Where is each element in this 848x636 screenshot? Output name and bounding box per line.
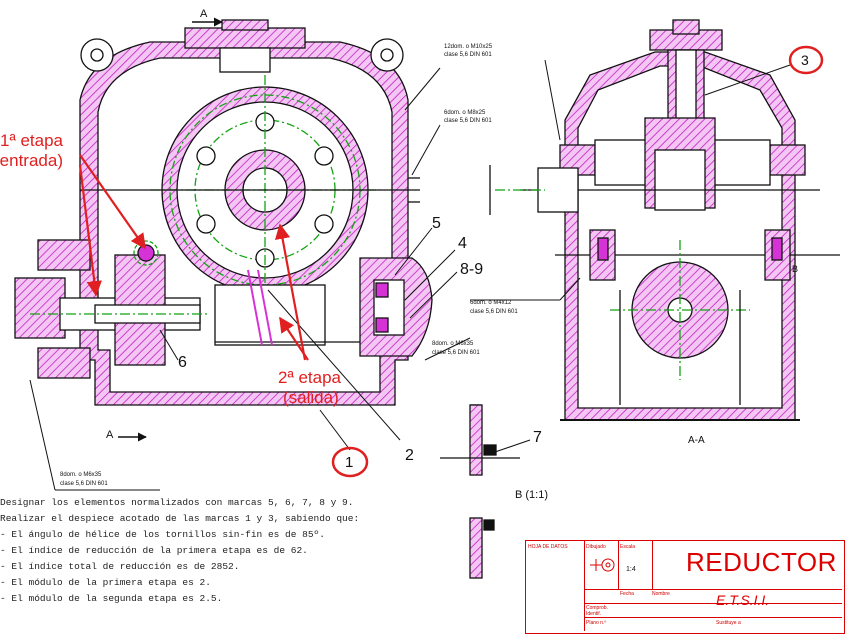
part-mark-1: 1 xyxy=(345,454,354,471)
bolt-note-4-l2: clase 5,6 DIN 601 xyxy=(432,350,480,356)
part-mark-2: 2 xyxy=(405,447,414,464)
part-mark-8-9: 8-9 xyxy=(460,261,484,278)
instruction-line: - El módulo de la primera etapa es 2. xyxy=(0,577,211,588)
bolt-note-3-l1: 6dom. o M4x12 xyxy=(470,300,512,306)
part-mark-b: B xyxy=(792,264,799,274)
tb-cell-comprob: Comprob. xyxy=(586,605,608,611)
tb-cell-plano: Plano n.º xyxy=(586,620,607,626)
section-mark-bottom: A xyxy=(106,429,114,441)
stage-2-label-line1: 2ª etapa xyxy=(278,368,342,387)
top-cover xyxy=(184,27,306,49)
bolt-note-1-l1: 12dom. o M10x25 xyxy=(444,44,493,50)
instruction-line: - El índice de reducción de la primera e… xyxy=(0,545,308,556)
part-mark-6: 6 xyxy=(178,354,187,371)
callout-circle-3 xyxy=(788,45,824,75)
stage-2-label-line2: (salida) xyxy=(283,388,339,407)
leader-lines xyxy=(29,59,791,491)
detail-title: B (1:1) xyxy=(515,489,549,501)
bolt-note-3-l2: clase 5,6 DIN 601 xyxy=(470,309,518,315)
stage-arrows xyxy=(78,154,309,361)
part-mark-3: 3 xyxy=(801,52,809,68)
detail-b xyxy=(440,404,520,579)
bolt-note-1-l2: clase 5,6 DIN 601 xyxy=(444,52,492,58)
instruction-line: Realizar el despiece acotado de las marc… xyxy=(0,513,360,524)
left-bearing-cap xyxy=(14,277,66,339)
stage-1-label-line1: 1ª etapa xyxy=(0,131,64,150)
tb-cell-fecha: Fecha xyxy=(620,591,634,597)
bolt-note-2-l1: 6dom. o M8x25 xyxy=(444,110,486,116)
instruction-line: Designar los elementos normalizados con … xyxy=(0,497,354,508)
stage-1-label-line2: (entrada) xyxy=(0,151,63,170)
part-mark-7: 7 xyxy=(533,429,542,446)
part-mark-5: 5 xyxy=(432,215,441,232)
bolt-note-2-l2: clase 5,6 DIN 601 xyxy=(444,118,492,124)
bolt-note-5-l1: 8dom. o M6x35 xyxy=(60,472,102,478)
title-block: HOJA DE DATOS Dibujado Escala 1:4 Fecha … xyxy=(525,540,845,634)
bolt-note-4-l1: 8dom. o M6x35 xyxy=(432,341,474,347)
part-mark-4: 4 xyxy=(458,235,467,252)
tb-title: REDUCTOR xyxy=(686,547,837,577)
section-arrows xyxy=(118,17,223,442)
tb-cell-a: HOJA DE DATOS xyxy=(528,544,568,550)
tb-cell-identif: Identif. xyxy=(586,611,602,617)
section-view xyxy=(489,19,840,421)
bolt-note-5-l2: clase 5,6 DIN 601 xyxy=(60,481,108,487)
section-mark-top: A xyxy=(200,8,208,20)
tb-cell-dibujado: Dibujado xyxy=(586,544,606,550)
tb-scale-value: 1:4 xyxy=(626,566,636,573)
instruction-line: - El módulo de la segunda etapa es 2.5. xyxy=(0,593,223,604)
tb-cell-nombre: Nombre xyxy=(652,591,670,597)
instruction-line: - El índice total de reducción es de 285… xyxy=(0,561,240,572)
tb-school: E.T.S.I.I. xyxy=(716,592,770,608)
section-title: A-A xyxy=(688,435,705,446)
tb-logo-icon xyxy=(590,558,615,572)
instruction-line: - El ángulo de hélice de los tornillos s… xyxy=(0,529,325,540)
tb-cell-escala: Escala xyxy=(620,544,636,550)
tb-cell-sustituye: Sustituye a xyxy=(716,620,741,626)
small-gear-dot xyxy=(137,244,155,262)
callout-circle-1 xyxy=(331,446,369,478)
front-view xyxy=(14,19,433,406)
